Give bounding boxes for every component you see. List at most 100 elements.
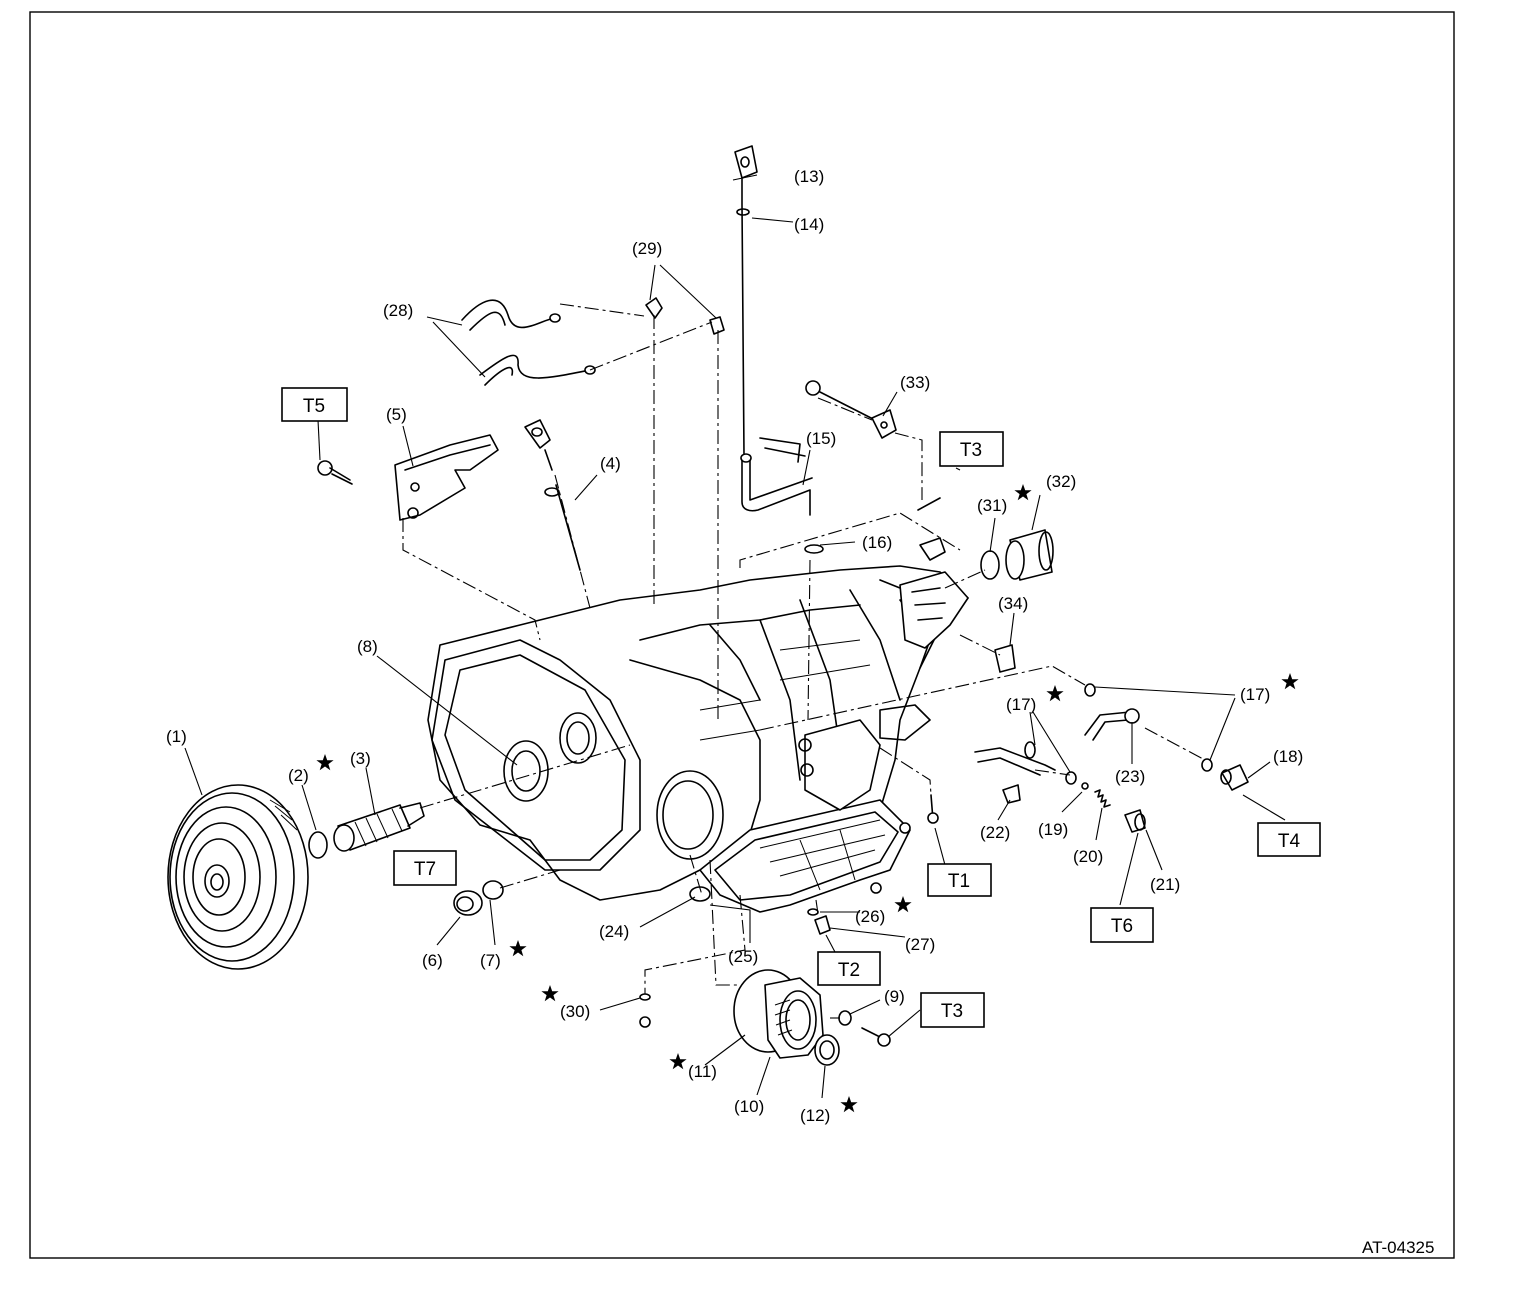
leader-lines <box>184 174 1286 1099</box>
washer-part-26 <box>807 908 819 916</box>
label-p19: (19) <box>1038 820 1068 839</box>
torque-converter-part <box>167 784 309 970</box>
pipe-part-23 <box>1084 683 1140 741</box>
plug-part-6 <box>453 890 483 916</box>
bolt-part-30 <box>639 1016 651 1028</box>
torque-box-t7-label: T7 <box>414 859 436 880</box>
torque-box-t5-label: T5 <box>303 396 325 417</box>
torque-box-t2-label: T2 <box>838 960 860 981</box>
label-p20: (20) <box>1073 847 1103 866</box>
label-p27: (27) <box>905 935 935 954</box>
dipstick-tube-part-4 <box>524 419 581 571</box>
star-icon-p17a <box>1046 685 1064 702</box>
plug-part-18 <box>1220 764 1249 791</box>
torque-box-t5: T5 <box>281 387 348 422</box>
label-p4: (4) <box>600 454 621 473</box>
label-p29: (29) <box>632 239 662 258</box>
label-p7: (7) <box>480 951 501 970</box>
ball-part-19 <box>1081 782 1089 790</box>
torque-box-t6: T6 <box>1090 907 1154 943</box>
pipe-part-22 <box>974 741 1056 804</box>
torque-boxes: T5 T3 T7 T1 T2 T3 T4 T6 <box>281 387 1321 1028</box>
figure-code: AT-04325 <box>1362 1238 1434 1257</box>
star-icon-p26 <box>894 896 912 913</box>
torque-box-t7: T7 <box>393 850 457 886</box>
cover-part-10 <box>733 969 824 1059</box>
part-labels: (1) (2) (3) (4) (5) (6) (7) (8) (9) (10)… <box>166 167 1303 1125</box>
label-p31: (31) <box>977 496 1007 515</box>
bolt-part-26-a <box>899 822 911 834</box>
plug-part-27 <box>814 915 831 935</box>
drawing-art <box>167 145 1286 1099</box>
label-p30: (30) <box>560 1002 590 1021</box>
seal-part-2 <box>308 831 328 859</box>
label-p17a: (17) <box>1006 695 1036 714</box>
washer-part-30 <box>639 993 651 1001</box>
oring-part-16 <box>804 544 824 554</box>
torque-box-t1-label: T1 <box>948 871 970 892</box>
washer-part-17-right <box>1201 758 1213 772</box>
star-icon-p30 <box>541 985 559 1002</box>
washer-part-9 <box>838 1010 852 1026</box>
fitting-part-29 <box>645 297 725 335</box>
bolt-t3-upper-part <box>917 497 941 511</box>
seal-part-12 <box>814 1034 840 1066</box>
label-p3: (3) <box>350 749 371 768</box>
label-p25: (25) <box>728 947 758 966</box>
label-p11: (11) <box>688 1062 717 1081</box>
torque-box-t2: T2 <box>817 951 881 986</box>
label-p22: (22) <box>980 823 1010 842</box>
label-p1: (1) <box>166 727 187 746</box>
label-p34: (34) <box>998 594 1028 613</box>
label-p15: (15) <box>806 429 836 448</box>
washer-part-17-left <box>1065 771 1077 785</box>
label-p9: (9) <box>884 987 905 1006</box>
label-p16: (16) <box>862 533 892 552</box>
sleeve-part-32 <box>1005 529 1054 581</box>
label-p33: (33) <box>900 373 930 392</box>
label-p24: (24) <box>599 922 629 941</box>
spring-part-20 <box>1094 789 1111 808</box>
plug-part-21 <box>1124 809 1146 833</box>
star-icon-p11 <box>669 1053 687 1070</box>
torque-box-t3-lower-label: T3 <box>941 1001 963 1022</box>
star-icon-p2 <box>316 754 334 771</box>
label-p14: (14) <box>794 215 824 234</box>
plate-part-t3-upper <box>919 537 946 561</box>
dipstick-part-13 <box>734 145 758 456</box>
torque-box-t4-label: T4 <box>1278 831 1301 852</box>
label-p26: (26) <box>855 907 885 926</box>
shaft-part-3 <box>333 802 425 852</box>
label-p6: (6) <box>422 951 443 970</box>
torque-box-t6-label: T6 <box>1111 916 1133 937</box>
pipe-part-15 <box>740 437 813 516</box>
label-p17b: (17) <box>1240 685 1270 704</box>
sensor-part-34 <box>994 644 1016 673</box>
bolt-t1-head <box>927 812 939 824</box>
label-p8: (8) <box>357 637 378 656</box>
torque-box-t1: T1 <box>927 863 992 897</box>
oring-part-7 <box>482 880 504 900</box>
bolt-t5-part <box>317 460 353 485</box>
torque-box-t3-upper: T3 <box>939 431 1004 467</box>
label-p10: (10) <box>734 1097 764 1116</box>
star-icon-p12 <box>840 1096 858 1113</box>
bolt-t3-lower-head <box>877 1033 891 1047</box>
star-icon-p7 <box>509 940 527 957</box>
label-p28: (28) <box>383 301 413 320</box>
label-p12: (12) <box>800 1106 830 1125</box>
seal-part-31 <box>980 550 1000 580</box>
bracket-part-33 <box>805 380 897 439</box>
label-p5: (5) <box>386 405 407 424</box>
torque-box-t3-upper-label: T3 <box>960 440 982 461</box>
torque-box-t3-lower: T3 <box>920 992 985 1028</box>
hose-part-28 <box>461 299 596 386</box>
label-p18: (18) <box>1273 747 1303 766</box>
star-icon-p17b <box>1281 673 1299 690</box>
assembly-lines <box>402 303 1206 1019</box>
torque-box-t4: T4 <box>1257 822 1321 857</box>
bolt-part-26-b <box>870 882 882 894</box>
figure-frame <box>29 11 1455 1259</box>
bracket-part-5 <box>394 434 499 521</box>
